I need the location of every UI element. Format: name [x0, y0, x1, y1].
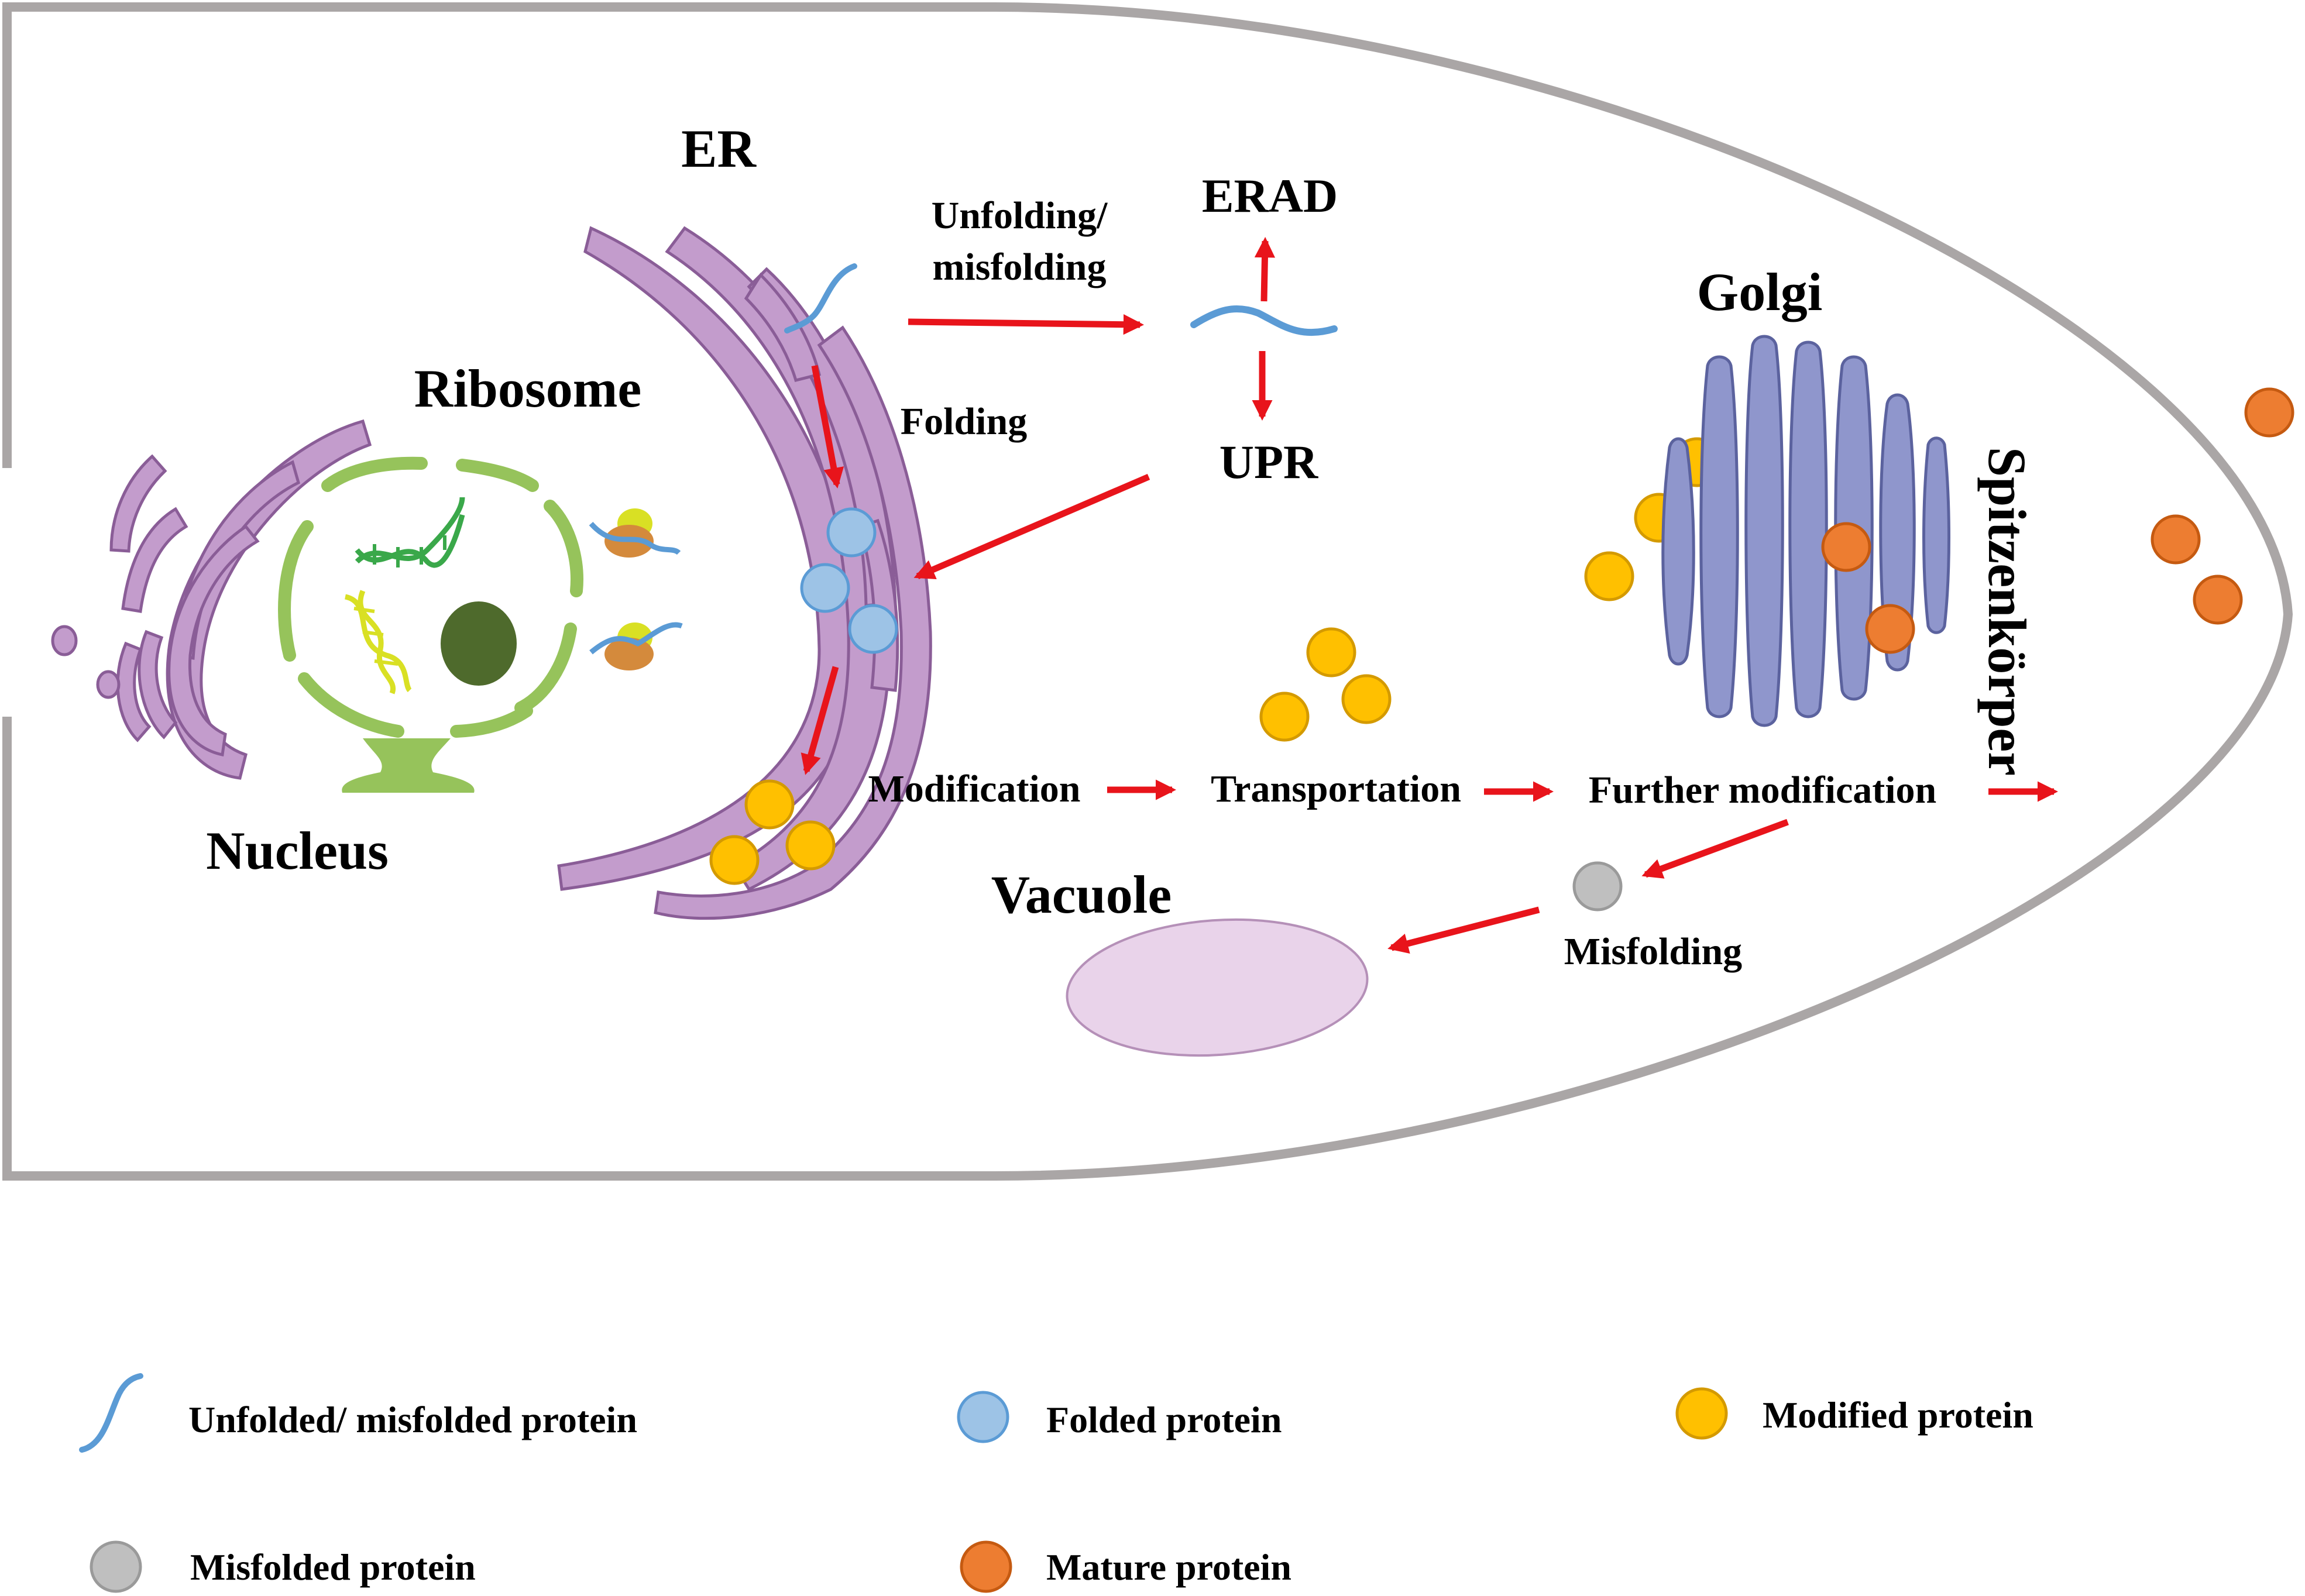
misfolded-protein: [1572, 861, 1623, 911]
label-ribosome: Ribosome: [414, 359, 641, 418]
dna-helix-yellow-icon: [344, 590, 412, 694]
legend-unfolded-icon: [79, 1373, 143, 1453]
ribosome-upper-icon: [589, 508, 681, 558]
mature-proteins: [1821, 387, 2294, 654]
legend: Unfolded/ misfolded protein Folded prote…: [79, 1373, 2033, 1593]
arrow-upr-to-er: [913, 473, 1150, 580]
label-misfolding-top: misfolding: [932, 246, 1106, 288]
ribosome-lower-icon: [589, 622, 683, 670]
pathway-arrows: [801, 236, 2059, 954]
legend-modified-label: Modified protein: [1763, 1394, 2033, 1436]
vacuole: [1066, 918, 1369, 1057]
legend-unfolded-label: Unfolded/ misfolded protein: [188, 1399, 637, 1440]
label-further-modification: Further modification: [1589, 769, 1937, 811]
label-unfolding: Unfolding/: [932, 194, 1108, 237]
arrow-er-folding: [811, 364, 844, 489]
label-misfolding: Misfolding: [1564, 930, 1742, 973]
unfolded-protein-erad: [1190, 305, 1338, 336]
arrow-to-erad-cross: [908, 314, 1145, 335]
cell-outline: [2, 2, 2293, 1181]
label-folding: Folding: [901, 400, 1027, 443]
legend-modified-icon: [1675, 1387, 1728, 1440]
label-modification: Modification: [868, 768, 1081, 810]
nucleolus: [441, 601, 517, 686]
label-spitzenkorper: Spitzenkörper: [1977, 447, 2037, 776]
legend-folded-icon: [957, 1391, 1009, 1443]
nucleus: [278, 456, 583, 738]
legend-misfolded-label: Misfolded protein: [190, 1546, 476, 1588]
label-upr: UPR: [1220, 435, 1318, 489]
arrow-er-modification: [801, 666, 839, 775]
label-golgi: Golgi: [1697, 262, 1823, 322]
legend-misfolded-icon: [90, 1540, 142, 1593]
endoplasmic-reticulum: [557, 226, 932, 920]
label-vacuole: Vacuole: [991, 865, 1172, 924]
legend-mature-icon: [960, 1540, 1012, 1593]
label-transportation: Transportation: [1211, 768, 1461, 810]
arrow-further-misfolding: [1641, 818, 1789, 879]
legend-mature-label: Mature protein: [1046, 1546, 1291, 1588]
unfolded-protein-on-er: [784, 263, 857, 333]
legend-folded-label: Folded protein: [1046, 1399, 1282, 1440]
label-nucleus: Nucleus: [206, 821, 389, 880]
nuclear-pore-stalk: [342, 738, 475, 793]
label-erad: ERAD: [1202, 169, 1338, 222]
perinuclear-er: [51, 419, 372, 780]
dna-helix-green-icon: [355, 497, 465, 568]
arrow-misfolding-vacuole: [1387, 906, 1540, 954]
folded-proteins: [800, 507, 898, 654]
label-er: ER: [681, 119, 757, 178]
golgi-apparatus: [1661, 335, 1950, 727]
arrow-up-erad: [1254, 236, 1276, 302]
